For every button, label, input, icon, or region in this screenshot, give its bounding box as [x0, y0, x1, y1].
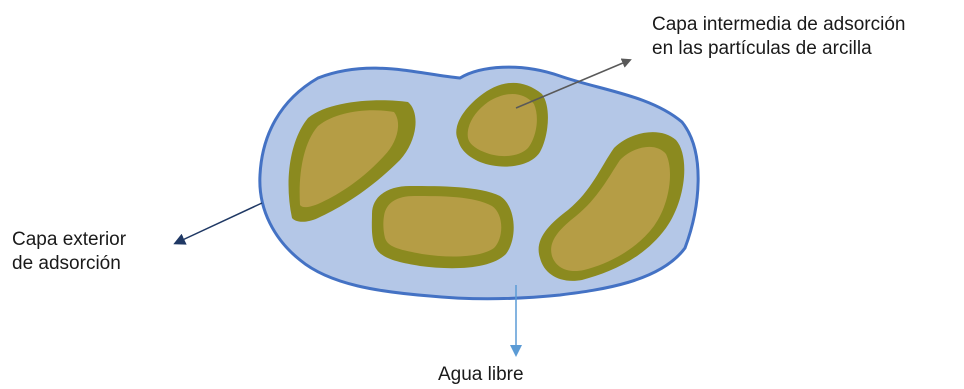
label-exterior-adsorption-layer: Capa exterior de adsorción [12, 228, 126, 276]
clay-core [383, 196, 501, 256]
label-line: Agua libre [438, 363, 524, 387]
label-intermediate-adsorption-layer: Capa intermedia de adsorción en las part… [652, 13, 906, 61]
clay-particle-bottom [372, 186, 514, 268]
label-line: de adsorción [12, 252, 126, 276]
label-line: Capa exterior [12, 228, 126, 252]
label-line: en las partículas de arcilla [652, 37, 906, 61]
label-agua-libre: Agua libre [438, 363, 524, 387]
label-line: Capa intermedia de adsorción [652, 13, 906, 37]
arrow-exterior-layer [176, 203, 262, 243]
